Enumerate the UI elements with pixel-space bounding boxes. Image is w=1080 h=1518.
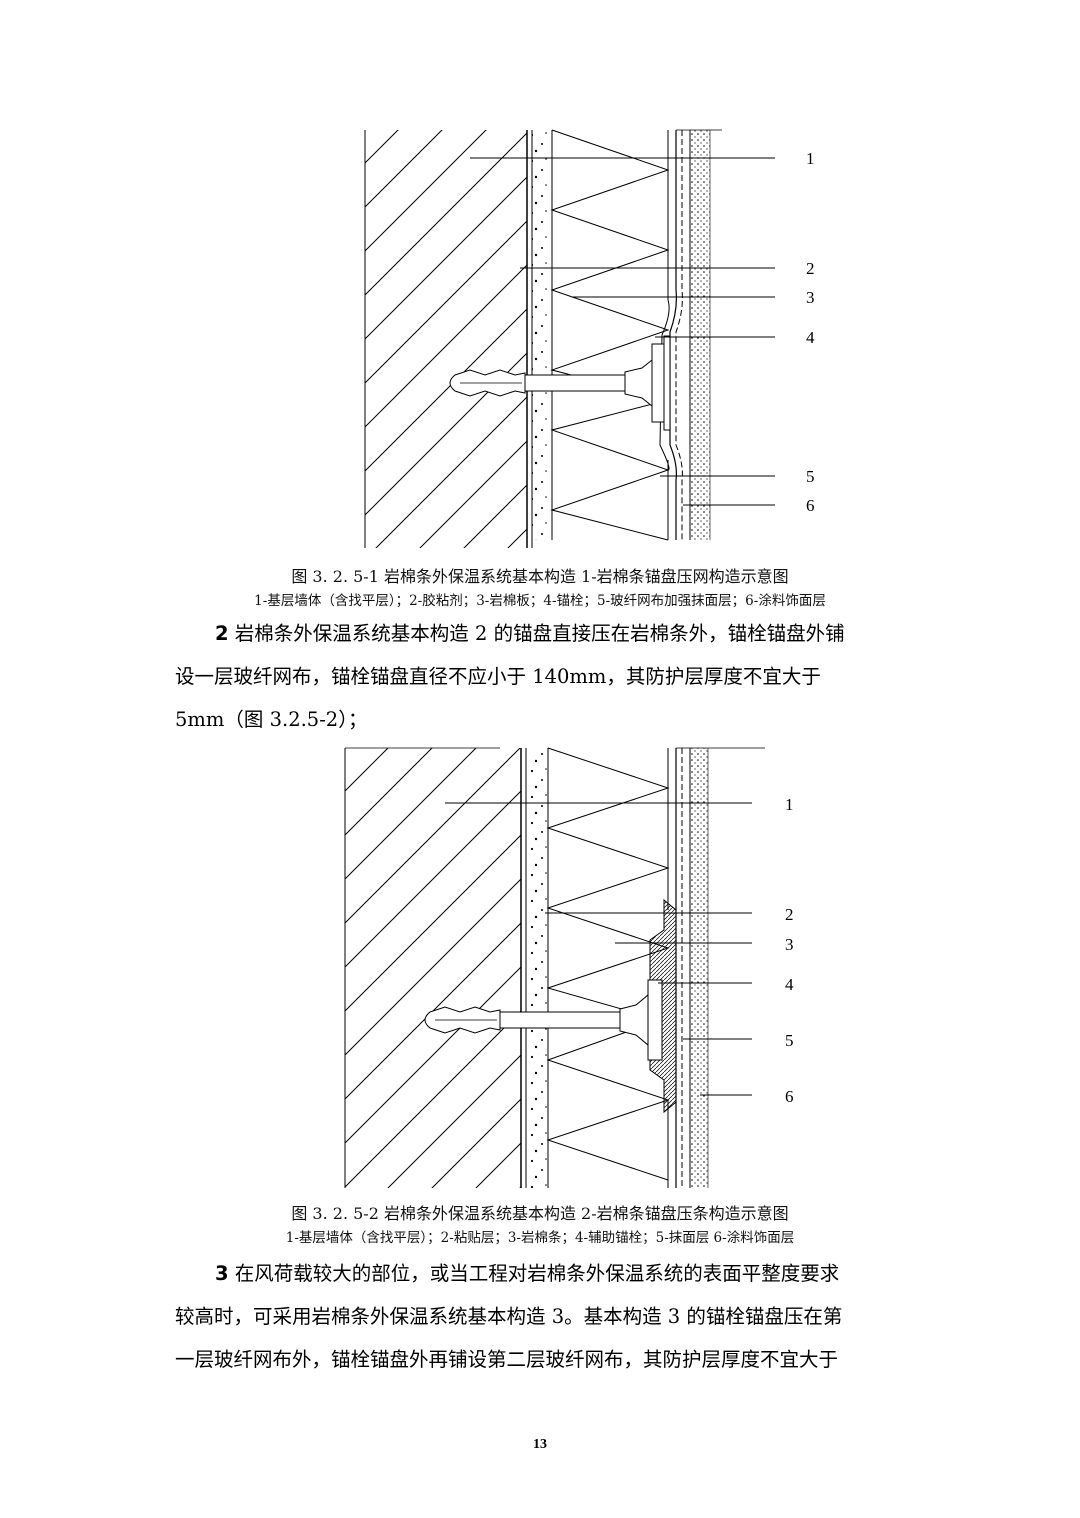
rock-wool-strip (546, 747, 670, 1181)
callout-6: 6 (806, 496, 815, 515)
finish-coating (690, 748, 708, 1188)
callout-5: 5 (806, 467, 815, 486)
paragraph-2-number: 2 (215, 622, 229, 645)
callout-3: 3 (785, 935, 794, 954)
callout-2: 2 (785, 905, 794, 924)
paragraph-2-line-3: 5mm（图 3.2.5-2）； (175, 708, 368, 731)
figure-1: 1 2 3 4 5 6 (0, 0, 1080, 560)
callout-3: 3 (806, 288, 815, 307)
bonding-layer (526, 748, 548, 1188)
callout-1: 1 (785, 795, 794, 814)
figure-2: 1 2 3 4 5 6 (0, 740, 1080, 1200)
callout-4: 4 (806, 328, 815, 347)
paragraph-3-text-1: 在风荷载较大的部位，或当工程对岩棉条外保温系统的表面平整度要求 (228, 1262, 840, 1285)
paragraph-3: 3 在风荷载较大的部位，或当工程对岩棉条外保温系统的表面平整度要求 较高时，可采… (175, 1252, 915, 1381)
anchor-bolt (449, 335, 671, 431)
base-wall (365, 130, 527, 548)
paragraph-3-line-3: 一层玻纤网布外，锚栓锚盘外再铺设第二层玻纤网布，其防护层厚度不宜大于 (175, 1348, 839, 1371)
rock-wool-board (550, 129, 670, 541)
paragraph-3-line-1: 3 在风荷载较大的部位，或当工程对岩棉条外保温系统的表面平整度要求 (175, 1252, 915, 1295)
paragraph-2-text-1: 岩棉条外保温系统基本构造 2 的锚盘直接压在岩棉条外，锚栓锚盘外铺 (228, 622, 845, 645)
figure-2-caption: 图 3. 2. 5-2 岩棉条外保温系统基本构造 2-岩棉条锚盘压条构造示意图 (291, 1204, 789, 1223)
paragraph-3-line-2: 较高时，可采用岩棉条外保温系统基本构造 3。基本构造 3 的锚栓锚盘压在第 (175, 1305, 843, 1328)
finish-coating (690, 130, 710, 540)
callout-1: 1 (806, 149, 815, 168)
paragraph-3-number: 3 (215, 1262, 229, 1285)
paragraph-2-line-1: 2 岩棉条外保温系统基本构造 2 的锚盘直接压在岩棉条外，锚栓锚盘外铺 (175, 612, 915, 655)
base-wall (345, 748, 521, 1188)
figure-2-drawing: 1 2 3 4 5 6 (344, 747, 794, 1188)
figure-2-legend: 1-基层墙体（含找平层）；2-粘贴层；3-岩棉条；4-辅助锚栓；5-抹面层 6-… (285, 1230, 795, 1246)
paragraph-2-line-2: 设一层玻纤网布，锚栓锚盘直径不应小于 140mm，其防护层厚度不宜大于 (175, 665, 821, 688)
callout-4: 4 (785, 975, 794, 994)
callout-6: 6 (785, 1087, 794, 1106)
adhesive-layer (532, 130, 552, 540)
callout-5: 5 (785, 1031, 794, 1050)
figure-1-drawing: 1 2 3 4 5 6 (364, 129, 815, 548)
figure-1-caption: 图 3. 2. 5-1 岩棉条外保温系统基本构造 1-岩棉条锚盘压网构造示意图 (291, 567, 789, 586)
figure-1-legend: 1-基层墙体（含找平层）；2-胶粘剂；3-岩棉板；4-锚栓；5-玻纤网布加强抹面… (254, 593, 826, 609)
callout-2: 2 (806, 259, 815, 278)
paragraph-2: 2 岩棉条外保温系统基本构造 2 的锚盘直接压在岩棉条外，锚栓锚盘外铺 设一层玻… (175, 612, 915, 741)
auxiliary-anchor (424, 979, 663, 1061)
page-number: 13 (533, 1437, 547, 1452)
